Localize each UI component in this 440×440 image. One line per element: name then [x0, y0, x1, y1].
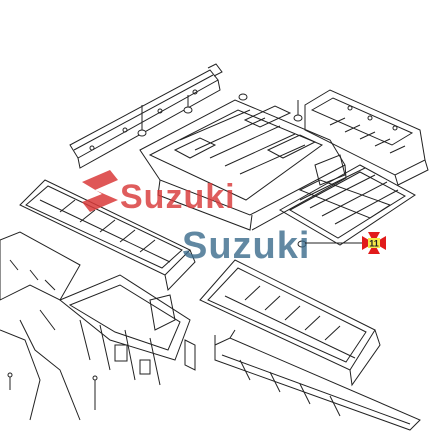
callout-label: 11: [369, 239, 379, 249]
front-left-frame: [0, 231, 196, 421]
watermark-brand-bottom: Suzuki: [182, 225, 310, 267]
loose-parts: [7, 372, 98, 410]
fasteners: [137, 93, 307, 248]
rear-floor-pan: [139, 99, 347, 231]
rear-end-panel: [304, 89, 429, 186]
rear-cross-member: [69, 63, 223, 169]
suzuki-watermark: Suzuki Suzuki: [82, 170, 310, 267]
front-right-crossmember: [214, 329, 421, 431]
suzuki-s-emblem: [82, 170, 118, 212]
part-callout-11[interactable]: 11: [305, 232, 386, 254]
watermark-brand-top: Suzuki: [120, 178, 236, 216]
right-side-sill: [199, 259, 381, 387]
callout-marker-icon: [362, 232, 386, 254]
right-floor-section: [278, 154, 416, 246]
left-side-sill: [19, 179, 196, 292]
